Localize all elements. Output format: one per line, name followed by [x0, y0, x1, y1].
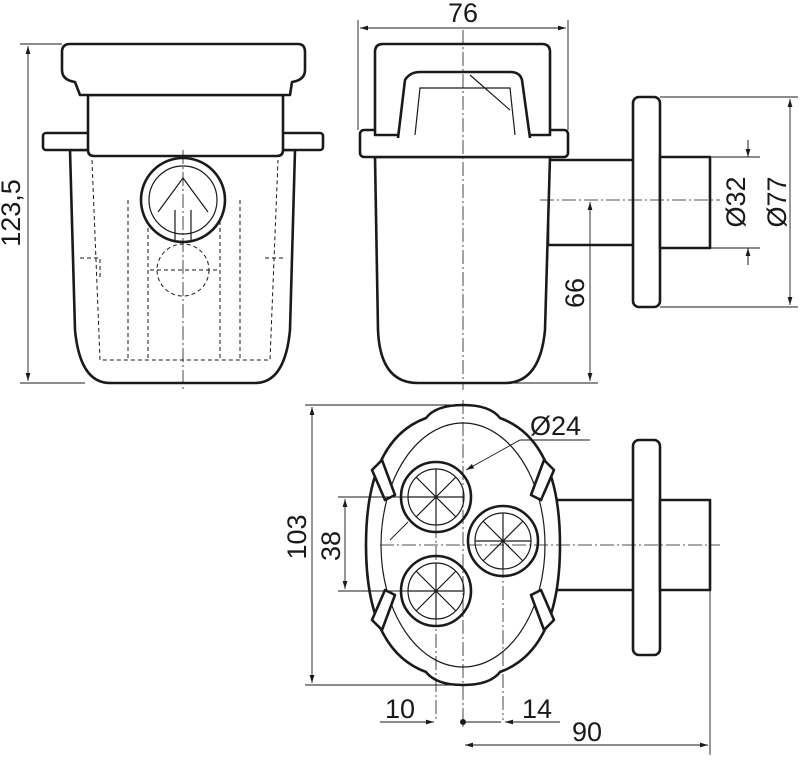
- overall-height-label: 123,5: [0, 179, 26, 247]
- side-view: [358, 30, 720, 390]
- dimension-outlet-length: 90: [465, 590, 711, 755]
- dimension-overall-height: 123,5: [0, 43, 85, 384]
- flange-diameter-label: Ø77: [762, 176, 792, 227]
- dimension-outlet-inner-diameter: Ø32: [710, 140, 760, 265]
- dimension-flange-diameter: Ø77: [660, 96, 798, 308]
- front-view: [41, 42, 325, 390]
- outlet-length-label: 90: [572, 717, 602, 747]
- dimension-inlet-spacing: 38: [316, 496, 436, 592]
- bottom-length-label: 103: [282, 514, 312, 559]
- inlet-diameter-label: Ø24: [530, 411, 581, 441]
- dimension-bottom-length: 103: [282, 404, 463, 686]
- outlet-height-label: 66: [560, 278, 590, 308]
- bottom-view: [364, 400, 720, 730]
- dimension-outlet-height: 66: [505, 202, 598, 384]
- inlet-spacing-label: 38: [316, 531, 346, 561]
- outlet-inner-diameter-label: Ø32: [721, 176, 751, 227]
- dimension-inlet-diameter: Ø24: [389, 411, 590, 541]
- dimension-width: 76: [357, 0, 569, 130]
- offset-right-label: 14: [522, 694, 552, 724]
- width-label: 76: [448, 0, 478, 28]
- dimension-offsets: 10 14: [380, 694, 560, 725]
- offset-left-label: 10: [385, 694, 415, 724]
